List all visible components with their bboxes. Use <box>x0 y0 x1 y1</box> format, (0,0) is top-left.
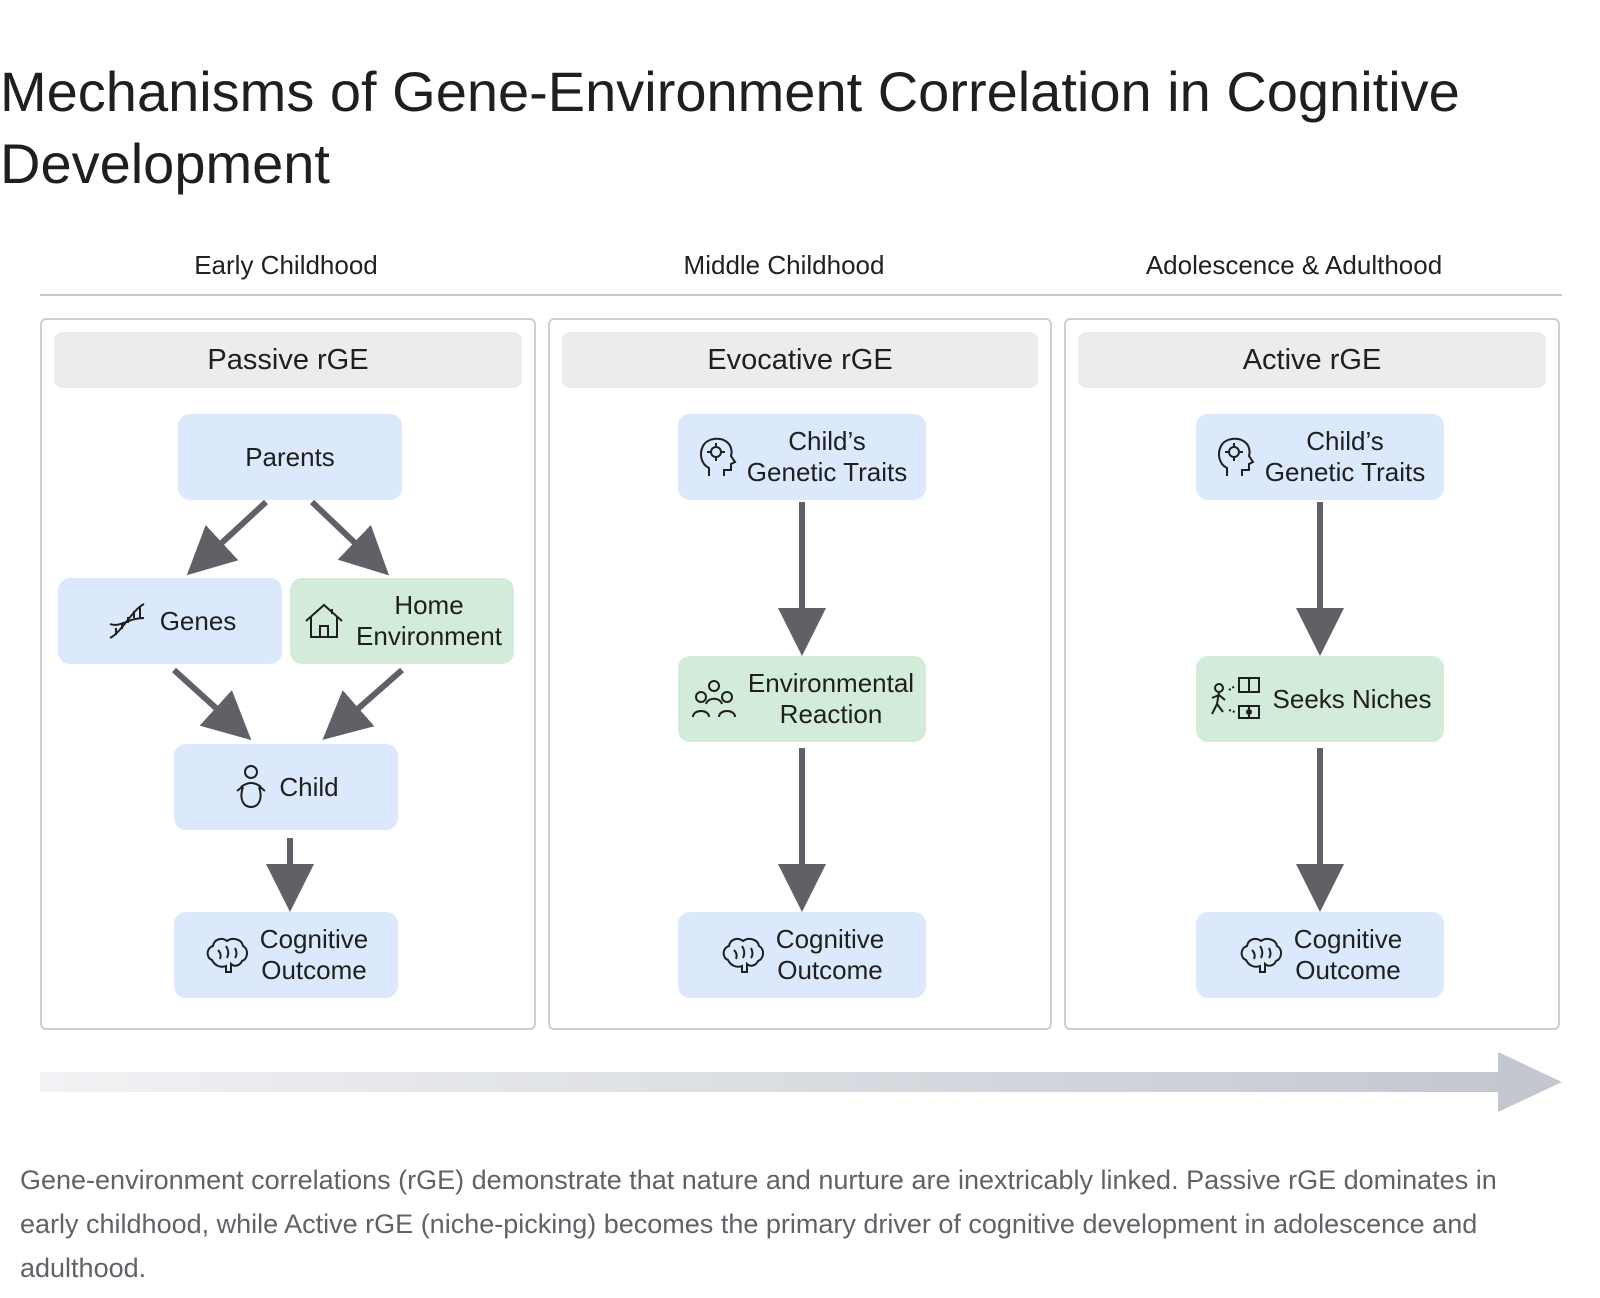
node-home-environment: Home Environment <box>290 578 514 664</box>
panel-evocative-rge: Evocative rGE Child’s Genetic Traits <box>548 318 1052 1030</box>
person-niche-icon <box>1209 676 1263 722</box>
house-icon <box>302 599 346 643</box>
arrow-home-child <box>322 667 404 740</box>
panel-active-rge: Active rGE Child’s Genetic Traits <box>1064 318 1560 1030</box>
dna-icon <box>104 598 150 644</box>
node-genes: Genes <box>58 578 282 664</box>
arrow-parents-home <box>309 499 390 576</box>
node-genetic-traits-active: Child’s Genetic Traits <box>1196 414 1444 500</box>
page-title: Mechanisms of Gene-Environment Correlati… <box>0 60 1460 195</box>
panel-header-active: Active rGE <box>1078 332 1546 388</box>
node-outcome-label: Cognitive Outcome <box>1293 924 1403 985</box>
brain-icon <box>204 934 250 976</box>
node-parents: Parents <box>178 414 402 500</box>
people-group-icon <box>690 677 738 721</box>
node-cognitive-outcome-active: Cognitive Outcome <box>1196 912 1444 998</box>
node-traits-label: Child’s Genetic Traits <box>1264 426 1426 487</box>
stage-label-early-childhood: Early Childhood <box>194 250 378 280</box>
node-outcome-label: Cognitive Outcome <box>259 924 369 985</box>
node-cognitive-outcome-passive: Cognitive Outcome <box>174 912 398 998</box>
node-seeks-niches: Seeks Niches <box>1196 656 1444 742</box>
head-gear-icon <box>1215 434 1255 480</box>
stage-label-adolescence-adulthood: Adolescence & Adulthood <box>1145 250 1443 280</box>
brain-icon <box>720 934 766 976</box>
stage-divider-line <box>40 294 1562 296</box>
brain-icon <box>1238 934 1284 976</box>
node-child-label: Child <box>279 771 339 802</box>
node-reaction-label: Environmental Reaction <box>747 668 915 729</box>
passive-arrows <box>171 499 404 912</box>
caption-text: Gene-environment correlations (rGE) demo… <box>20 1165 1497 1283</box>
node-genetic-traits-evocative: Child’s Genetic Traits <box>678 414 926 500</box>
arrow-parents-genes <box>186 499 269 576</box>
panel-passive-rge: Passive rGE Parents Genes <box>40 318 536 1030</box>
node-child: Child <box>174 744 398 830</box>
node-outcome-label: Cognitive Outcome <box>775 924 885 985</box>
node-niches-label: Seeks Niches <box>1272 683 1432 714</box>
node-cognitive-outcome-evocative: Cognitive Outcome <box>678 912 926 998</box>
evocative-arrows <box>778 502 826 912</box>
node-home-label: Home Environment <box>356 590 502 651</box>
panel-header-passive: Passive rGE <box>54 332 522 388</box>
node-parents-label: Parents <box>245 441 335 472</box>
head-gear-icon <box>697 434 737 480</box>
node-genes-label: Genes <box>159 605 237 636</box>
arrow-genes-child <box>171 667 252 741</box>
panel-header-evocative: Evocative rGE <box>562 332 1038 388</box>
active-arrows <box>1296 502 1344 912</box>
stage-label-middle-childhood: Middle Childhood <box>683 250 885 280</box>
node-traits-label: Child’s Genetic Traits <box>746 426 908 487</box>
baby-icon <box>233 763 269 811</box>
node-environmental-reaction: Environmental Reaction <box>678 656 926 742</box>
timeline-arrow <box>40 1052 1562 1112</box>
